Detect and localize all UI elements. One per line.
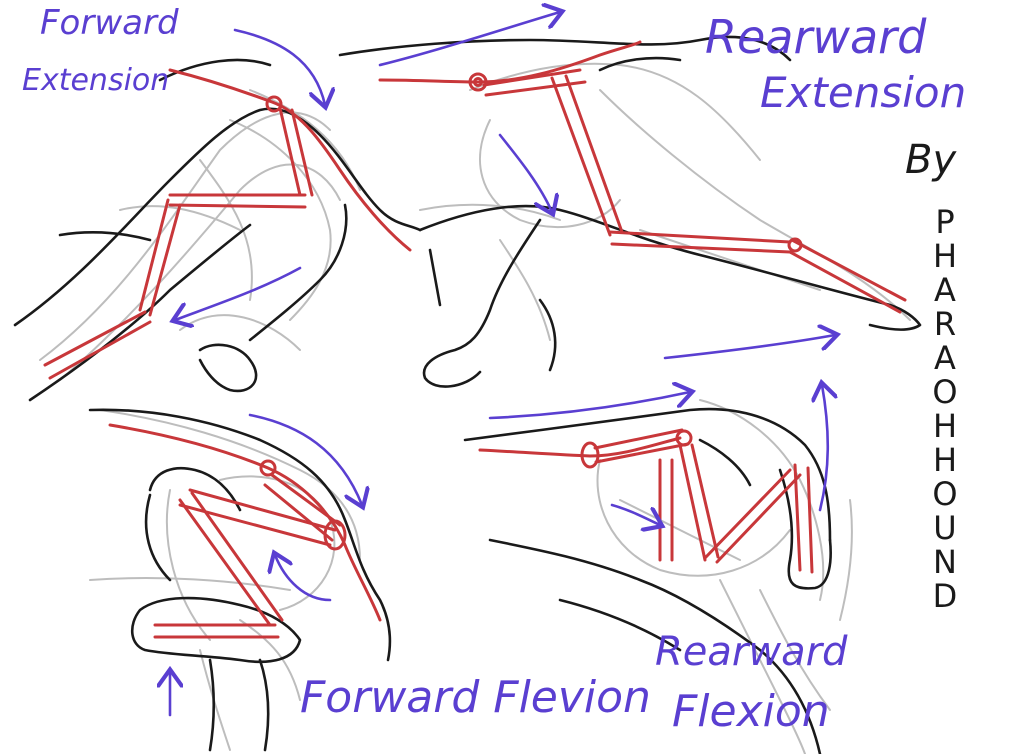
forward-flexion-figure xyxy=(88,408,392,752)
motion-arrows xyxy=(170,12,835,717)
arrow-rearward-flexion-in xyxy=(610,503,660,525)
arrow-rearward-extension-right xyxy=(663,335,835,360)
arrow-forward-extension-back xyxy=(175,266,302,320)
rearward-extension-sketch-lines xyxy=(419,62,911,341)
forward-flexion-outline xyxy=(88,408,392,752)
label-forward-extension-line2: Extension xyxy=(22,63,170,98)
rearward-extension-figure xyxy=(338,35,922,388)
arrow-rearward-flexion-right xyxy=(488,392,690,420)
rearward-extension-outline xyxy=(338,35,922,388)
forward-extension-bones xyxy=(43,68,412,380)
rearward-flexion-sketch-lines xyxy=(596,399,853,754)
label-forward-flexion: Forward Flevion xyxy=(300,672,651,723)
rearward-extension-bones xyxy=(378,40,907,314)
forward-flexion-bones xyxy=(108,423,382,639)
arrow-forward-extension-down xyxy=(233,28,325,105)
arrow-rearward-extension-up xyxy=(378,12,560,67)
label-rearward-extension-line2: Extension xyxy=(760,68,967,117)
label-forward-extension-line1: Forward xyxy=(40,3,179,43)
arrow-forward-flexion-curl xyxy=(275,555,332,602)
label-rearward-flexion-line2: Flexion xyxy=(672,686,830,737)
forward-extension-outline xyxy=(13,58,422,402)
label-rearward-extension-line1: Rearward xyxy=(705,10,927,64)
credit-artist-name: PHARAOHHOUND xyxy=(932,203,958,615)
forward-extension-figure xyxy=(13,58,422,402)
label-rearward-flexion-line1: Rearward xyxy=(655,629,848,675)
arrow-rearward-extension-down xyxy=(498,133,552,212)
rearward-flexion-bones xyxy=(478,428,814,574)
rearward-flexion-outline xyxy=(463,407,832,754)
credit-by: By xyxy=(905,137,957,183)
arrow-rearward-flexion-up xyxy=(820,385,828,512)
rearward-flexion-figure xyxy=(463,399,853,754)
arrow-forward-flexion-down xyxy=(248,413,362,505)
